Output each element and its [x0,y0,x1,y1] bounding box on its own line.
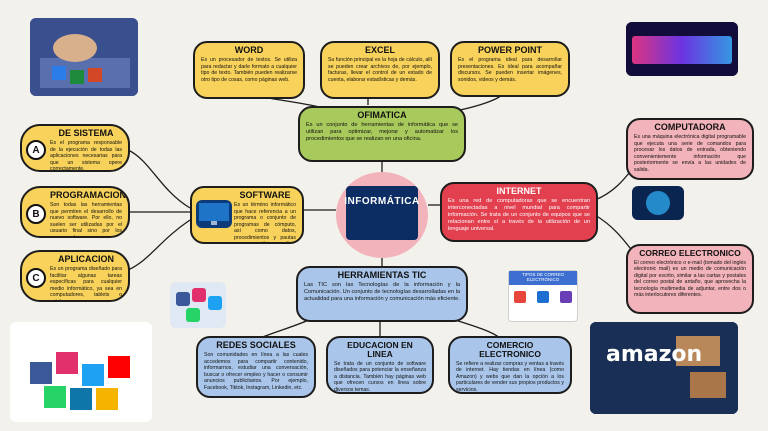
comercio-title: COMERCIO ELECTRONICO [479,340,541,359]
computadora-title: COMPUTADORA [654,122,726,132]
social-apps-photo [170,282,226,328]
internet-title: INTERNET [496,186,542,196]
programacion-body: Son todas las herramientas que permiten … [50,202,122,238]
herramientas-title: HERRAMIENTAS TIC [337,270,427,280]
excel-body: Su función principal es la hoja de cálcu… [328,57,432,83]
outlook-icon [536,290,549,303]
computadora-node: COMPUTADORA Es una máquina electrónica d… [626,118,754,180]
informatica-center-node: INFORMÁTICA [336,172,428,258]
monitor-icon [199,203,229,225]
aplicacion-letter-badge: C [26,268,46,288]
keyboard-icon [626,22,738,76]
educacion-body: Se trata de un conjunto de software dise… [334,360,426,393]
powerpoint-title: POWER POINT [477,45,542,55]
social-cubes-icon [30,352,130,410]
educacion-node: EDUCACION EN LINEA Se trata de un conjun… [326,336,434,394]
ofimatica-title: OFIMATICA [357,110,407,120]
powerpoint-node: POWER POINT Es el programa ideal para de… [450,41,570,97]
gmail-icon [514,290,527,303]
sistema-title: DE SISTEMA [58,128,114,138]
ofimatica-node: OFIMATICA Es un conjunto de herramientas… [298,106,466,162]
mail-types-header: TIPOS DE CORREO ELECTRÓNICO [509,271,577,285]
laptop-office-photo [30,18,138,96]
word-body: Es un procesador de textos. Se utiliza p… [201,57,297,83]
redes-title: REDES SOCIALES [216,340,296,350]
word-title: WORD [234,45,264,55]
shopping-cart-icon [590,322,738,414]
social-cubes-photo [10,322,152,422]
rgb-keyboard-photo [626,22,738,76]
herramientas-node: HERRAMIENTAS TIC Las TIC son las Tecnolo… [296,266,468,322]
word-node: WORD Es un procesador de textos. Se util… [193,41,305,99]
computadora-body: Es una máquina electrónica digital progr… [634,134,746,173]
internet-node: INTERNET Es una red de computadoras que … [440,182,598,242]
software-title: SOFTWARE [239,190,291,200]
aplicacion-body: Es un programa diseñado para facilitar a… [50,266,122,302]
mail-types-card: TIPOS DE CORREO ELECTRÓNICO [508,270,578,322]
software-body: Es un término informático que hace refer… [234,202,296,242]
globe-icon [646,191,670,215]
software-photo [196,200,232,228]
correo-body: El correo electrónico o e-mail (tomado d… [634,259,746,299]
amazon-logo: amazon [606,342,703,367]
yahoo-mail-icon [559,290,572,303]
apps-icon [176,288,222,322]
sistema-letter-badge: A [26,140,46,160]
sistema-body: Es el programa responsable de la ejecuci… [50,140,122,172]
informatica-screen [346,186,418,240]
comercio-node: COMERCIO ELECTRONICO Se refiere a realiz… [448,336,572,394]
powerpoint-body: Es el programa ideal para desarrollar pr… [458,57,562,83]
laptop-office-icon [30,18,138,96]
correo-node: CORREO ELECTRONICO El correo electrónico… [626,244,754,314]
programacion-title: PROGRAMACION [50,190,126,200]
excel-node: EXCEL Su función principal es la hoja de… [320,41,440,99]
educacion-title: EDUCACION EN LINEA [347,340,413,359]
informatica-label: INFORMÁTICA [344,196,420,207]
correo-title: CORREO ELECTRONICO [639,248,741,258]
redes-body: Son comunidades en línea a las cuales ac… [204,352,308,391]
network-globe-photo [632,186,684,220]
software-node: SOFTWARE Es un término informático que h… [190,186,304,244]
redes-node: REDES SOCIALES Son comunidades en línea … [196,336,316,398]
programacion-letter-badge: B [26,204,46,224]
amazon-photo: amazon [590,322,738,414]
internet-body: Es una red de computadoras que se encuen… [448,198,590,233]
excel-title: EXCEL [364,45,395,55]
comercio-body: Se refiere a realizar compras y ventas a… [456,360,564,393]
aplicacion-title: APLICACION [58,254,114,264]
ofimatica-body: Es un conjunto de herramientas de inform… [306,122,458,143]
herramientas-body: Las TIC son las Tecnologías de la inform… [304,282,460,303]
